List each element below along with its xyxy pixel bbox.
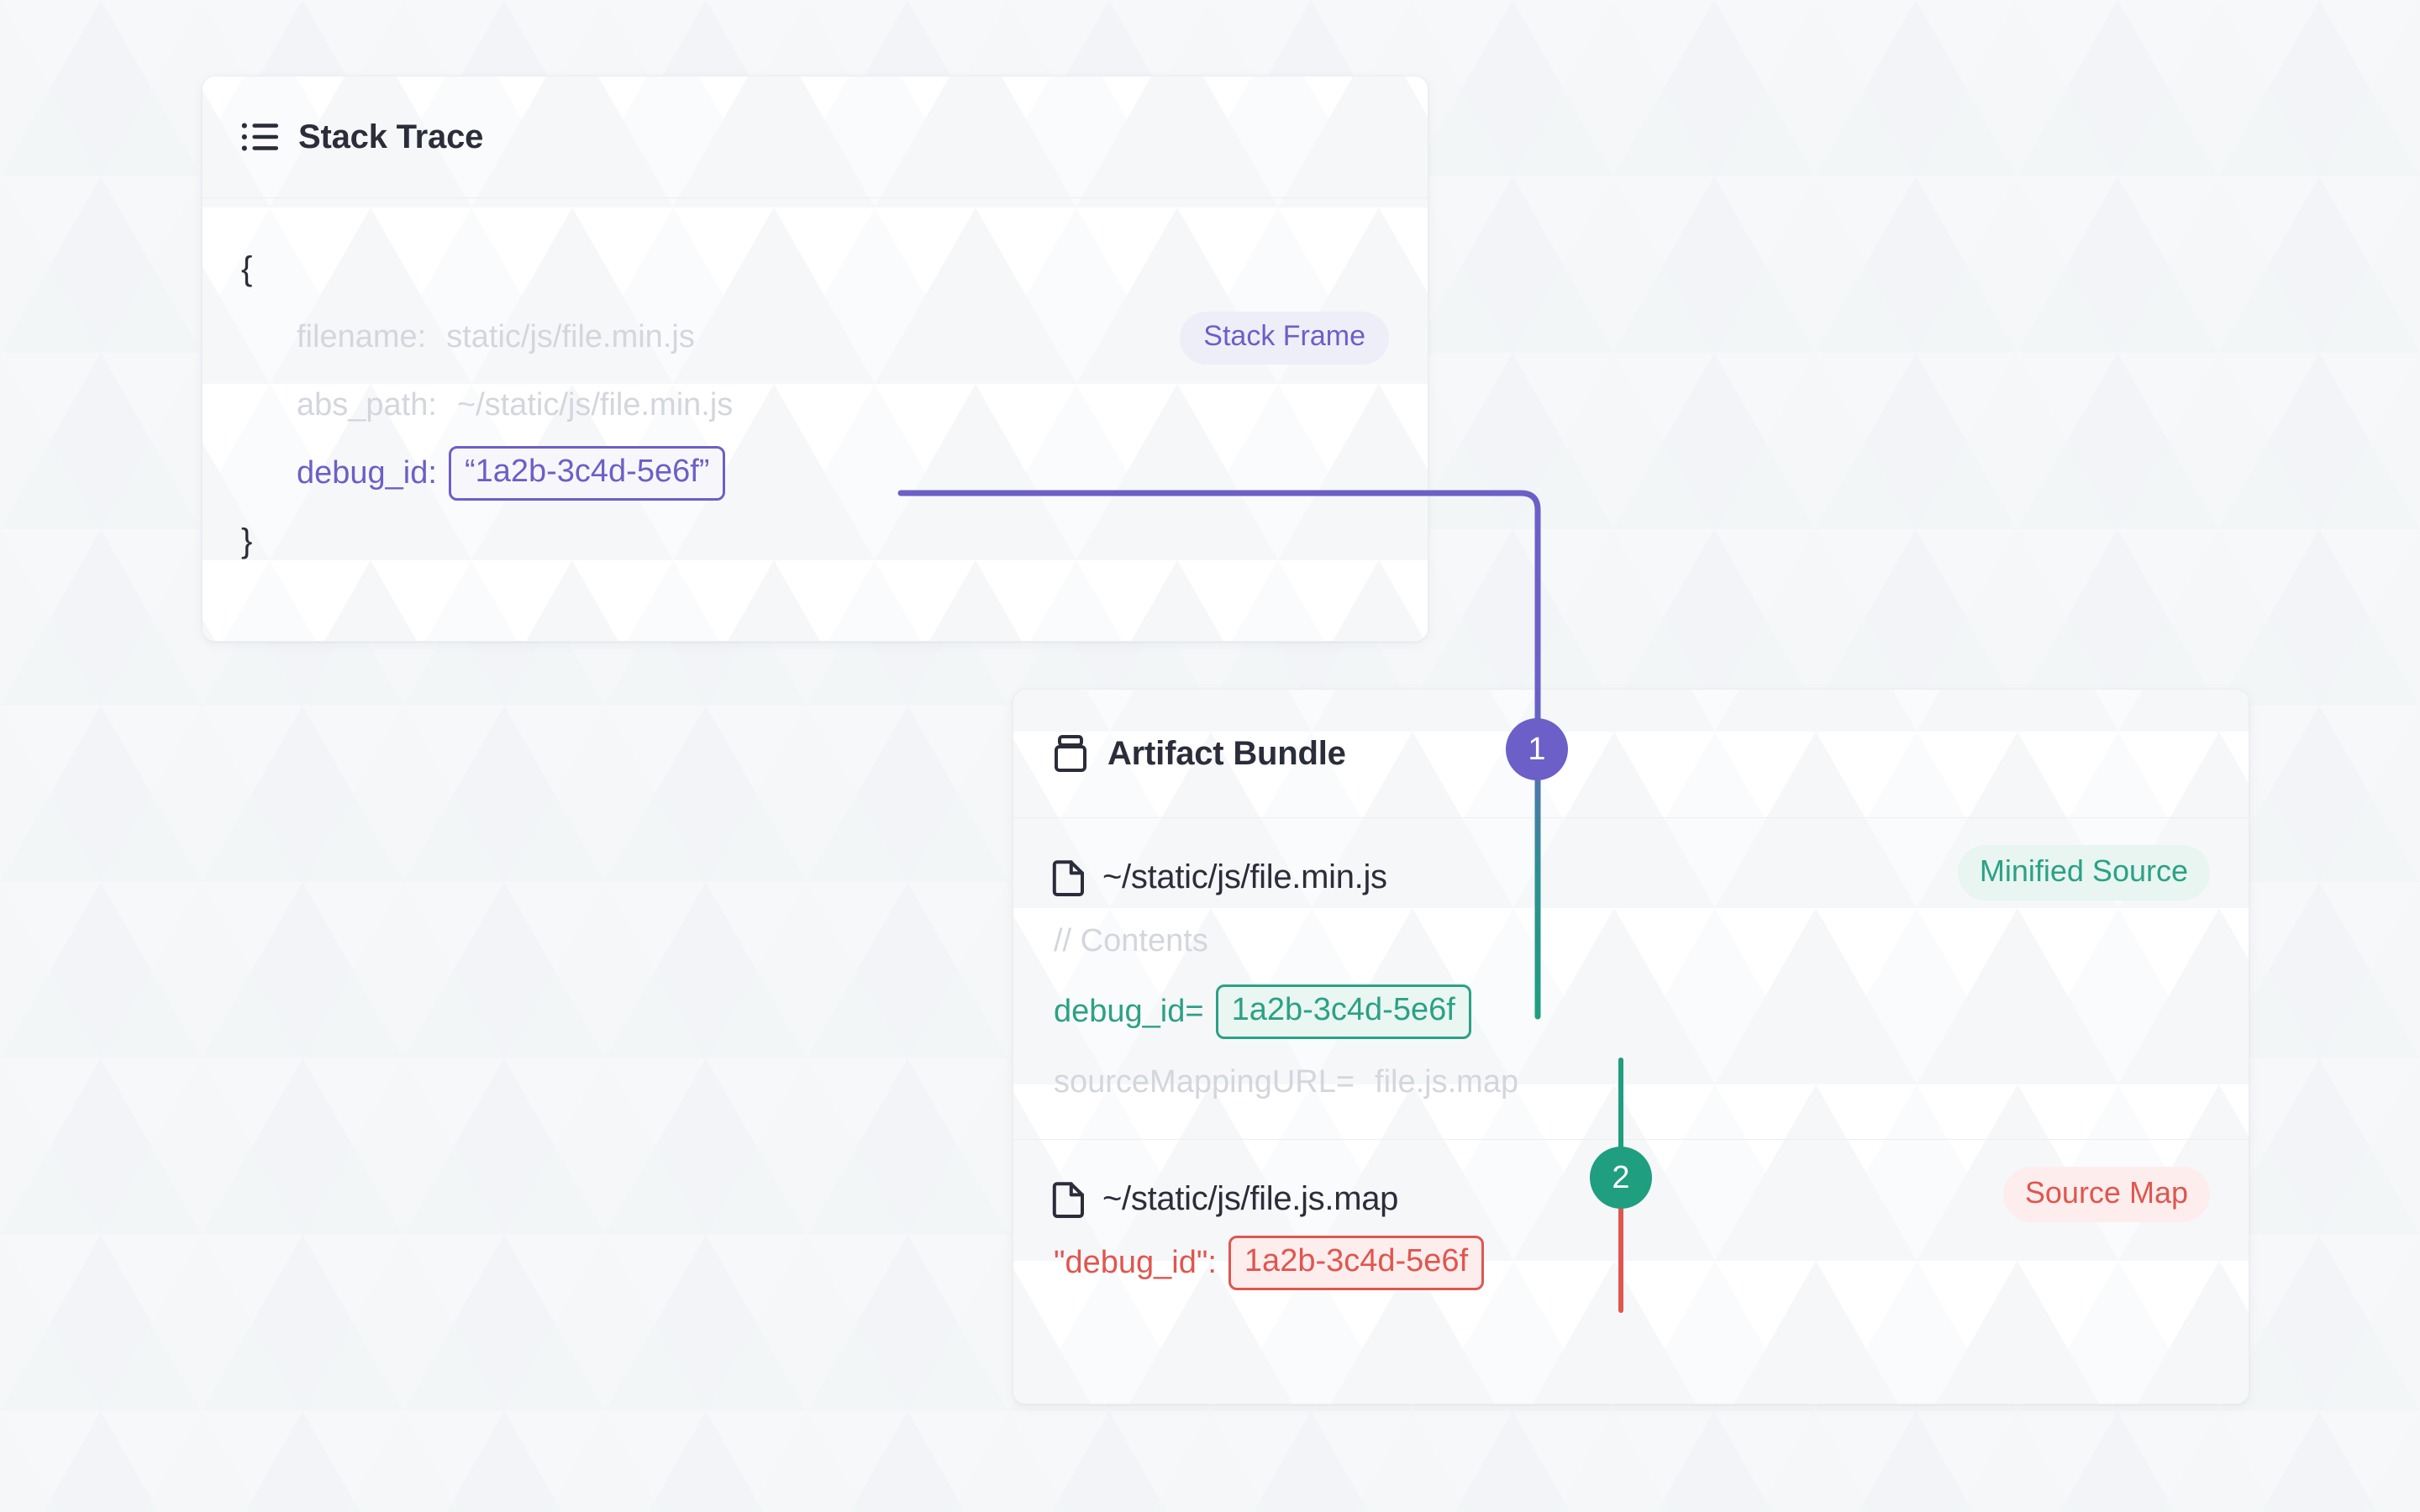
json-open-brace: { [241, 250, 253, 287]
minified-source-debug-id-line: debug_id= 1a2b-3c4d-5e6f [1052, 976, 2210, 1047]
minified-source-file-name: ~/static/js/file.min.js [1102, 858, 1387, 895]
sourcemappingurl-value: file.js.map [1375, 1063, 1519, 1100]
package-icon [1052, 734, 1089, 773]
field-abs-path-value: ~/static/js/file.min.js [456, 387, 734, 423]
connector-step-badge-1: 1 [1506, 718, 1568, 780]
connector-step-badge-2: 2 [1590, 1147, 1652, 1209]
field-abs-path: abs_path: ~/static/js/file.min.js [241, 371, 1389, 439]
stack-trace-debug-id-chip[interactable]: “1a2b-3c4d-5e6f” [448, 446, 726, 501]
minified-source-sourcemapping-line: sourceMappingURL= file.js.map [1052, 1047, 2210, 1117]
stack-trace-card: Stack Trace { filename: static/js/file.m… [202, 76, 1428, 642]
minified-source-debug-id-chip[interactable]: 1a2b-3c4d-5e6f [1215, 984, 1471, 1039]
source-map-debug-id-line: "debug_id": 1a2b-3c4d-5e6f [1052, 1227, 2210, 1298]
field-filename: filename: static/js/file.min.js [241, 303, 1389, 371]
field-debug-id-key: debug_id: [297, 455, 437, 491]
status-badge-minified-source: Minified Source [1957, 845, 2210, 900]
file-icon [1052, 858, 1084, 896]
minified-source-debug-id-key: debug_id= [1054, 993, 1204, 1029]
field-debug-id: debug_id: “1a2b-3c4d-5e6f” [241, 439, 1389, 507]
page-title: Stack Trace [298, 118, 484, 155]
list-icon [241, 120, 280, 154]
field-filename-value: static/js/file.min.js [446, 319, 695, 354]
artifact-row-minified-source: ~/static/js/file.min.js Minified Source … [1013, 818, 2249, 1139]
source-map-debug-id-chip[interactable]: 1a2b-3c4d-5e6f [1228, 1235, 1485, 1290]
stack-trace-header: Stack Trace [203, 76, 1428, 198]
stack-trace-body: { filename: static/js/file.min.js abs_pa… [203, 198, 1428, 575]
source-map-file-name: ~/static/js/file.js.map [1102, 1179, 1399, 1217]
field-filename-key: filename: [297, 319, 427, 354]
artifact-bundle-header: Artifact Bundle [1013, 690, 2249, 818]
sourcemappingurl-key: sourceMappingURL= [1054, 1063, 1355, 1100]
file-icon [1052, 1179, 1084, 1218]
artifact-bundle-title: Artifact Bundle [1107, 734, 1346, 772]
status-badge-source-map: Source Map [2002, 1167, 2210, 1222]
json-close-brace: } [241, 522, 253, 559]
artifact-bundle-card: Artifact Bundle ~/static/js/file.min.js … [1013, 689, 2249, 1404]
source-map-debug-id-key: "debug_id": [1054, 1244, 1217, 1280]
field-abs-path-key: abs_path: [297, 387, 437, 423]
minified-source-contents-comment: // Contents [1054, 922, 1208, 958]
